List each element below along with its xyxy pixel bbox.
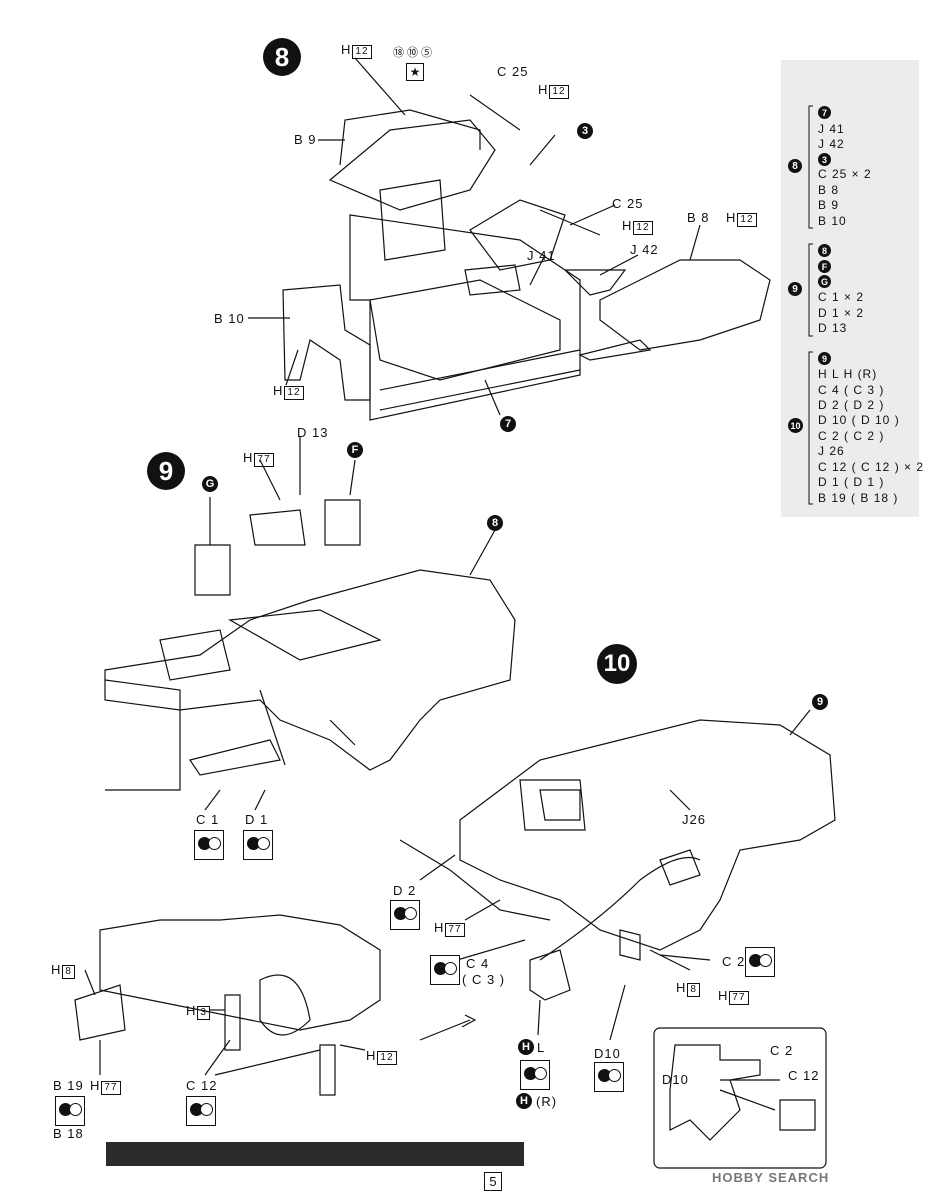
panel-item-10-1: H L H (R): [818, 367, 878, 381]
panel-group-8-badge: 8: [788, 159, 802, 173]
page-number: 5: [484, 1172, 502, 1191]
part-label-d2: D 2: [393, 883, 417, 898]
panel-item-9-0-badge: 8: [818, 244, 831, 257]
sub-assembly-3-badge: 3: [577, 123, 593, 139]
paint-chip-c2: [745, 947, 775, 977]
paint-chip-d2: [390, 900, 420, 930]
panel-item-10-7: C 12 ( C 12 ) × 2: [818, 460, 925, 474]
part-label-c2: C 2: [722, 954, 746, 969]
watermark: HOBBY SEARCH: [712, 1170, 830, 1185]
panel-item-8-5: B 8: [818, 183, 840, 197]
footer-bar: [106, 1142, 524, 1166]
sub-assembly-g-badge: G: [202, 476, 218, 492]
panel-item-10-0-badge: 9: [818, 352, 831, 365]
inset-label-d10: D10: [662, 1072, 689, 1087]
panel-item-9-5: D 13: [818, 321, 848, 335]
part-label-c4: C 4: [466, 956, 490, 971]
inset-label-c2: C 2: [770, 1043, 794, 1058]
part-label-b18: B 18: [53, 1126, 84, 1141]
panel-item-8-2: J 42: [818, 137, 845, 151]
panel-item-10-4: D 10 ( D 10 ): [818, 413, 900, 427]
part-label-c1: C 1: [196, 812, 220, 827]
panel-item-8-1: J 41: [818, 122, 845, 136]
panel-item-8-7: B 10: [818, 214, 847, 228]
panel-item-9-1-badge: F: [818, 260, 831, 273]
sub-assembly-7-badge: 7: [500, 416, 516, 432]
panel-item-9-4: D 1 × 2: [818, 306, 865, 320]
paint-chip-hl: [520, 1060, 550, 1090]
panel-item-10-6: J 26: [818, 444, 845, 458]
part-label-b8: B 8: [687, 210, 710, 225]
part-label-j26: J26: [682, 812, 706, 827]
paint-chip-c1: [194, 830, 224, 860]
part-label-d13: D 13: [297, 425, 329, 440]
part-label-hl-suffix: L: [537, 1040, 546, 1055]
part-label-c3: ( C 3 ): [462, 972, 506, 987]
panel-item-8-3-badge: 3: [818, 153, 831, 166]
panel-item-10-5: C 2 ( C 2 ): [818, 429, 885, 443]
paint-chip-d10: [594, 1062, 624, 1092]
panel-item-8-4: C 25 × 2: [818, 167, 872, 181]
part-label-b9: B 9: [294, 132, 317, 147]
panel-item-8-0-badge: 7: [818, 106, 831, 119]
paint-chip-c4: [430, 955, 460, 985]
panel-item-9-3: C 1 × 2: [818, 290, 865, 304]
panel-item-10-9: B 19 ( B 18 ): [818, 491, 899, 505]
step-9-number: 9: [147, 452, 185, 490]
panel-item-9-2-badge: G: [818, 275, 831, 288]
part-label-j41: J 41: [527, 248, 556, 263]
part-label-j42: J 42: [630, 242, 659, 257]
step-8-number: 8: [263, 38, 301, 76]
inset-label-c12: C 12: [788, 1068, 820, 1083]
panel-group-9-badge: 9: [788, 282, 802, 296]
panel-item-8-6: B 9: [818, 198, 840, 212]
sub-assembly-hr-badge: H: [516, 1093, 532, 1109]
paint-chip-b19: [55, 1096, 85, 1126]
sub-assembly-9-badge: 9: [812, 694, 828, 710]
paint-chip-c12: [186, 1096, 216, 1126]
panel-item-10-8: D 1 ( D 1 ): [818, 475, 885, 489]
part-label-c12: C 12: [186, 1078, 218, 1093]
panel-group-10-badge: 10: [788, 418, 803, 433]
paint-chip-d1: [243, 830, 273, 860]
panel-brackets: [808, 105, 813, 505]
sub-assembly-f-badge: F: [347, 442, 363, 458]
paint-marker-codes: ⑱ ⑩ ⑤: [393, 47, 433, 59]
part-label-b10: B 10: [214, 311, 245, 326]
decal-star-icon: ★: [406, 63, 424, 81]
parts-checklist-panel: [781, 60, 919, 517]
panel-item-10-3: D 2 ( D 2 ): [818, 398, 885, 412]
part-label-d1: D 1: [245, 812, 269, 827]
part-label-c25-mid: C 25: [612, 196, 644, 211]
part-label-d10: D10: [594, 1046, 621, 1061]
step-10-number: 10: [597, 644, 637, 684]
part-label-c25-top: C 25: [497, 64, 529, 79]
part-label-hr-suffix: (R): [536, 1094, 558, 1109]
sub-assembly-hl-badge: H: [518, 1039, 534, 1055]
panel-item-10-2: C 4 ( C 3 ): [818, 383, 885, 397]
part-label-b19: B 19: [53, 1078, 84, 1093]
sub-assembly-8-badge: 8: [487, 515, 503, 531]
